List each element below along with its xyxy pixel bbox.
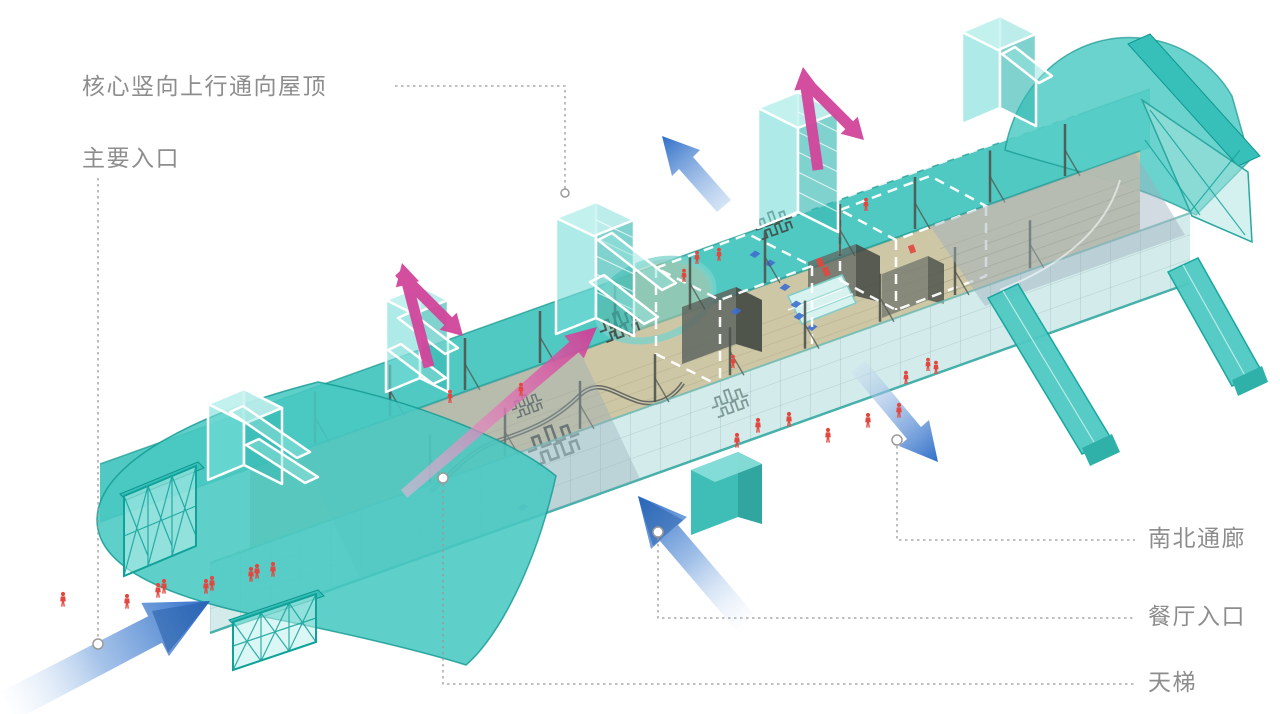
terraced-steps	[940, 168, 1140, 304]
core-3-ramp	[588, 273, 660, 326]
core-5-ramp	[1000, 45, 1054, 85]
core-2-down-arrow	[395, 268, 463, 336]
service-core-box	[691, 452, 762, 535]
sky-ladder-arrow	[401, 327, 597, 498]
leader-restaurant	[657, 538, 1135, 619]
leader-sky-ladder	[442, 484, 1135, 685]
south-corridor-arrow	[851, 360, 938, 462]
core-4-up-arrow	[794, 67, 824, 171]
main-entrance-arrow	[0, 601, 210, 714]
label-sky-ladder: 天梯	[1148, 670, 1197, 696]
annotation-leaders	[92, 85, 1135, 685]
core-2-ramp	[386, 342, 448, 386]
core-tower-1	[206, 387, 320, 486]
roof-plaza-arrow	[662, 136, 731, 212]
core-4-down-arrow	[802, 78, 864, 140]
core-2-up-arrow	[395, 263, 435, 369]
leader-core-vertical	[395, 85, 566, 189]
truss-wall-left	[119, 461, 205, 578]
label-north-south-corridor: 南北通廊	[1148, 526, 1246, 552]
core-3-ramp	[596, 231, 678, 292]
vertical-circulation-arrows	[395, 67, 864, 498]
core-tower-3	[554, 200, 678, 338]
ramp-south-west	[986, 283, 1120, 466]
seat-markers	[815, 244, 917, 277]
leader-north-south	[896, 446, 1135, 541]
entrance-flow-arrows	[0, 136, 938, 714]
label-core-vertical-to-roof: 核心竖向上行通向屋顶	[82, 74, 327, 100]
core-1-ramp	[244, 437, 320, 485]
label-restaurant-entrance: 餐厅入口	[1148, 604, 1246, 630]
core-1-ramp	[228, 404, 312, 460]
core-tower-4	[756, 90, 840, 234]
label-main-entrance: 主要入口	[82, 146, 180, 172]
core-tower-5	[960, 14, 1054, 128]
restaurant-arrow-fold	[638, 496, 683, 546]
main-entrance-arrow-fold	[152, 601, 210, 653]
ramp-south-east	[1166, 257, 1268, 396]
truss-wall-bottom	[228, 589, 325, 672]
right-end-truss	[1127, 33, 1261, 244]
glass-roof-right	[930, 153, 1185, 306]
